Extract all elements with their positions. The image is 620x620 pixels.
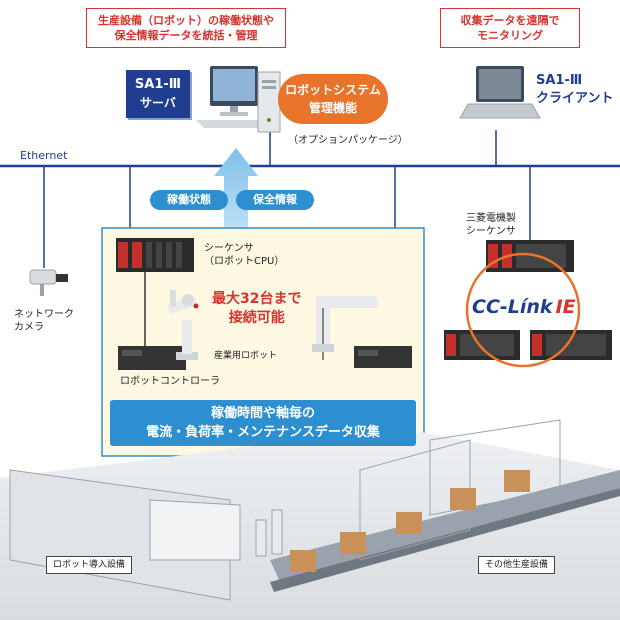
data-arrow-icon [214, 148, 258, 232]
maintenance-pill: 保全情報 [236, 190, 314, 210]
server-callout: 生産設備（ロボット）の稼働状態や 保全情報データを統括・管理 [86, 8, 286, 48]
robot-controller-label: ロボットコントローラ [120, 376, 220, 387]
option-package-label: （オプションパッケージ） [288, 135, 408, 146]
other-line-label: その他生産設備 [478, 556, 556, 574]
server-monitor-icon [196, 66, 270, 128]
network-camera-icon [29, 269, 68, 296]
sequencer-icon [116, 238, 194, 272]
server-subtitle: サーバ [140, 96, 176, 110]
cclink-ring [465, 252, 581, 368]
robot-controller-right-icon [354, 346, 412, 368]
max-connect-label: 最大32台まで 接続可能 [212, 291, 302, 326]
cclink-text: CC-Línk [472, 296, 553, 318]
industrial-robot-label: 産業用ロボット [214, 351, 278, 361]
client-subtitle: クライアント [536, 91, 614, 106]
server-tile: SA1-Ⅲ サーバ [126, 70, 190, 118]
cclink-ie-text: IE [555, 296, 576, 318]
plc-left-icon [444, 330, 520, 360]
client-title: SA1-Ⅲ [536, 73, 583, 88]
mitsubishi-sequencer-label: 三菱電機製 シーケンサ [466, 213, 516, 237]
client-callout: 収集データを遠隔で モニタリング [440, 8, 580, 48]
ethernet-label: Ethernet [20, 149, 68, 162]
enclosure-left [359, 439, 471, 561]
sequencer-label: シーケンサ （ロボットCPU） [204, 243, 285, 267]
server-tower-icon [257, 71, 281, 133]
camera-label: ネットワーク カメラ [14, 309, 74, 333]
status-pill: 稼働状態 [150, 190, 228, 210]
client-label: SA1-Ⅲ クライアント [536, 72, 613, 108]
plc-top-icon [486, 240, 574, 272]
cardboard-box-icon [290, 470, 530, 572]
scara-robot-icon [312, 296, 378, 360]
robot-controller-icon [118, 346, 186, 370]
robot-line-label: ロボット導入設備 [46, 556, 133, 574]
factory-robot-icon [255, 509, 283, 557]
server-title: SA1-Ⅲ [134, 77, 182, 92]
robot-system-badge: ロボットシステム 管理機能 [278, 74, 388, 124]
enclosure-right [429, 419, 561, 516]
collect-banner: 稼働時間や軸毎の 電流・負荷率・メンテナンスデータ収集 [110, 400, 416, 446]
plc-right-icon [530, 330, 612, 360]
articulated-robot-icon [167, 290, 199, 360]
client-laptop-icon [459, 66, 541, 119]
